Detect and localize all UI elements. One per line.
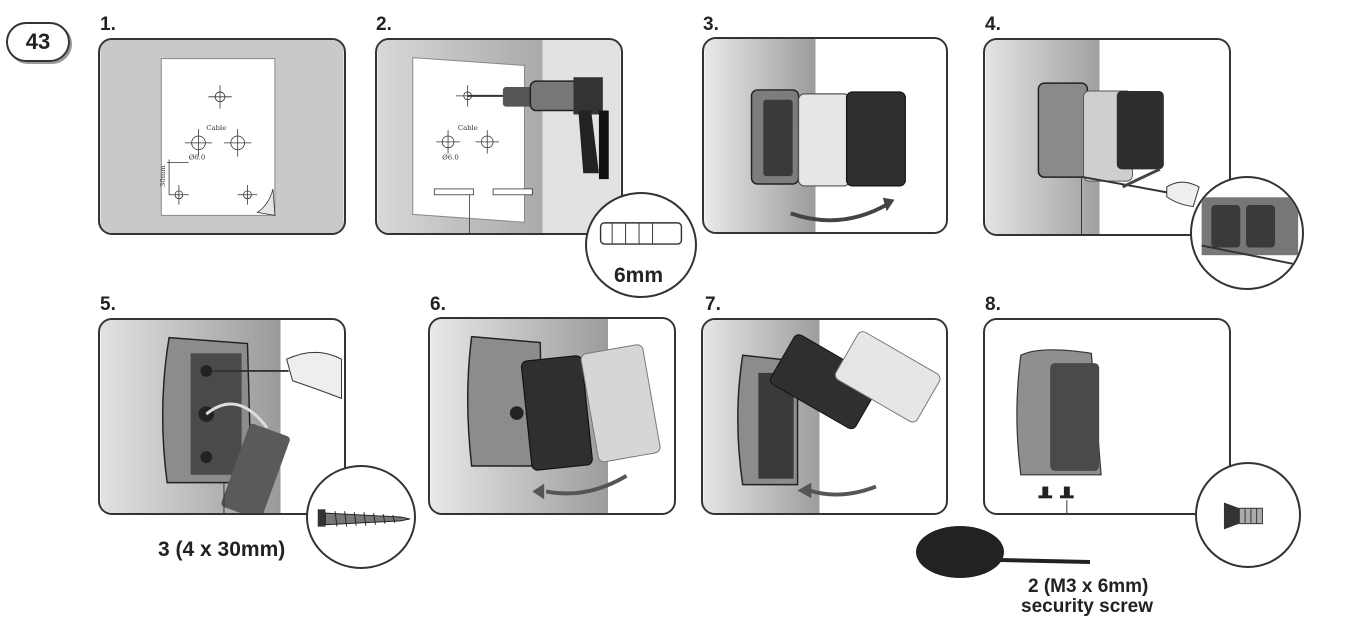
keypad-faceplate-dark [520,355,593,471]
step-8-illustration [985,320,1229,513]
screw-hole-bottom [200,451,213,464]
step-3-panel [702,37,948,234]
cable-label: Cable [458,124,478,132]
keypad-housing [1037,82,1089,178]
keypad-housing [750,89,800,185]
security-screw-count: 2 (M3 x 6mm) [1028,576,1149,597]
step-1-panel: Cable Ø6.0 30mm [98,38,346,235]
wall-plug-icon [599,222,683,245]
keypad-faceplate-dark [1116,90,1164,170]
wall-screw-label: 3 (4 x 30mm) [158,538,286,561]
step-2-illustration: Cable Ø6.0 [377,40,621,233]
cable-hole [509,406,524,420]
step-4-illustration [985,40,1229,234]
step-8-number: 8. [985,294,1001,315]
step-1-illustration: Cable Ø6.0 30mm [100,40,344,233]
keypad-faceplate-dark [770,334,880,430]
hole-diameter-label: Ø6.0 [442,154,459,162]
step-2-panel: Cable Ø6.0 [375,38,623,235]
keypad-faceplate-light [580,344,661,463]
wall-plug-callout [585,192,697,298]
step-4-detail-callout [1190,176,1304,290]
step-8-panel [983,318,1231,515]
step-2-number: 2. [376,14,392,35]
security-screw-icon [1223,502,1263,530]
assembly-arrow [545,474,628,496]
step-5-panel [98,318,346,515]
cable-label: Cable [206,124,226,132]
step-4-number: 4. [985,14,1001,35]
drilling-template [160,58,276,216]
wall-screw-callout [306,465,416,569]
step-7-panel [701,318,948,515]
keypad-face [1050,363,1100,471]
security-key-icon [916,526,1091,578]
spacing-label: 30mm [159,165,167,187]
step-4-panel [983,38,1231,236]
step-6-number: 6. [430,294,446,315]
keypad-faceplate-light [834,331,941,423]
wood-screw-icon [317,509,411,527]
step-7-number: 7. [705,294,721,315]
step-7-illustration [703,320,946,513]
housing-detail-icon [1201,197,1299,266]
keypad-faceplate-light [797,93,851,187]
screw-hole-top [200,365,213,377]
step-5-number: 5. [100,294,116,315]
hand-icon [286,351,343,400]
cable-wires [205,402,269,429]
security-screw-type: security screw [1021,596,1154,617]
security-screws [1038,486,1074,499]
page-number-badge: 43 [6,22,70,62]
step-6-panel [428,317,676,515]
keypad-faceplate [221,423,290,513]
hole-diameter-label: Ø6.0 [189,154,206,162]
step-1-number: 1. [100,14,116,35]
drill-icon [467,77,609,180]
step-6-illustration [430,319,674,513]
hand-icon [1166,181,1200,208]
assembly-arrow [790,201,890,223]
drilling-template [412,57,525,223]
assembly-arrow [808,484,877,497]
step-3-illustration [704,39,946,232]
step-3-number: 3. [703,14,719,35]
page-number: 43 [25,29,51,54]
wall-plug-size: 6mm [614,264,664,287]
step-5-illustration [100,320,344,513]
keypad-faceplate-dark [845,91,906,187]
security-screw-callout [1195,462,1301,568]
